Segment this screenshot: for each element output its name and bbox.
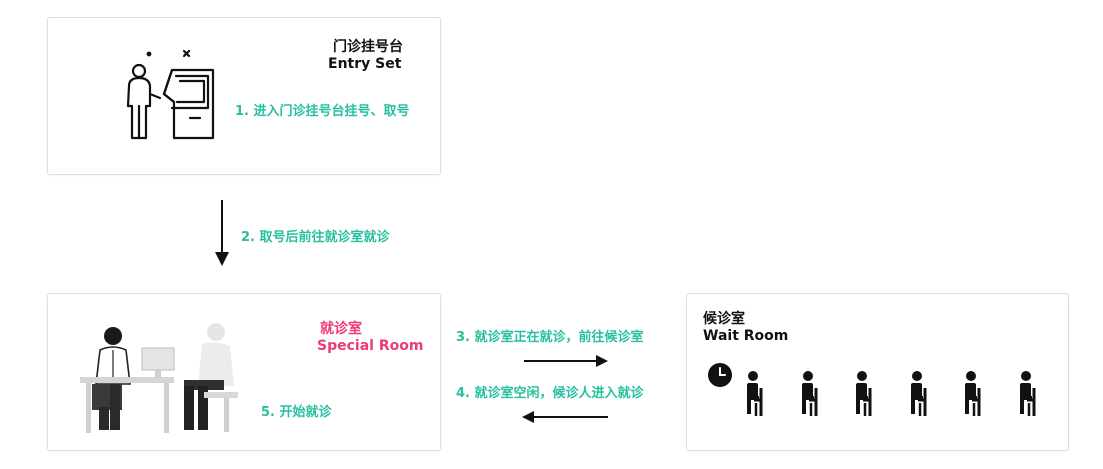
left-arrow xyxy=(522,411,608,423)
wait-room-card: 候诊室 Wait Room xyxy=(686,293,1069,451)
seated-person-icon xyxy=(856,371,872,416)
seated-person-icon xyxy=(910,371,926,416)
entry-set-card: 门诊挂号台 Entry Set 1. 进入门诊挂号台挂号、取号 xyxy=(47,17,441,175)
transfer-step-label: 2. 取号后前往就诊室就诊 xyxy=(241,230,390,245)
special-title-cn: 就诊室 xyxy=(320,321,362,337)
special-step-label: 5. 开始就诊 xyxy=(261,405,332,420)
seated-person-icon xyxy=(965,371,981,416)
right-arrow xyxy=(524,355,608,367)
entry-step-label: 1. 进入门诊挂号台挂号、取号 xyxy=(235,104,410,119)
entry-title-cn: 门诊挂号台 xyxy=(333,39,403,55)
clock-icon xyxy=(708,363,732,387)
doctor-patient-icon xyxy=(80,323,238,433)
seat-row xyxy=(733,370,1063,420)
to-special-label: 4. 就诊室空闲，候诊人进入就诊 xyxy=(456,386,644,401)
to-wait-label: 3. 就诊室正在就诊，前往候诊室 xyxy=(456,330,644,345)
wait-title-en: Wait Room xyxy=(703,328,789,344)
special-title-en: Special Room xyxy=(317,338,424,354)
seated-person-icon xyxy=(801,371,817,416)
down-arrow xyxy=(215,200,229,266)
wait-title-cn: 候诊室 xyxy=(703,311,745,327)
kiosk-person-icon xyxy=(126,49,215,140)
special-room-card: 就诊室 Special Room 5. 开始就诊 xyxy=(47,293,441,451)
seated-person-icon xyxy=(747,371,763,416)
entry-title-en: Entry Set xyxy=(328,56,402,72)
seated-person-icon xyxy=(1019,371,1035,416)
